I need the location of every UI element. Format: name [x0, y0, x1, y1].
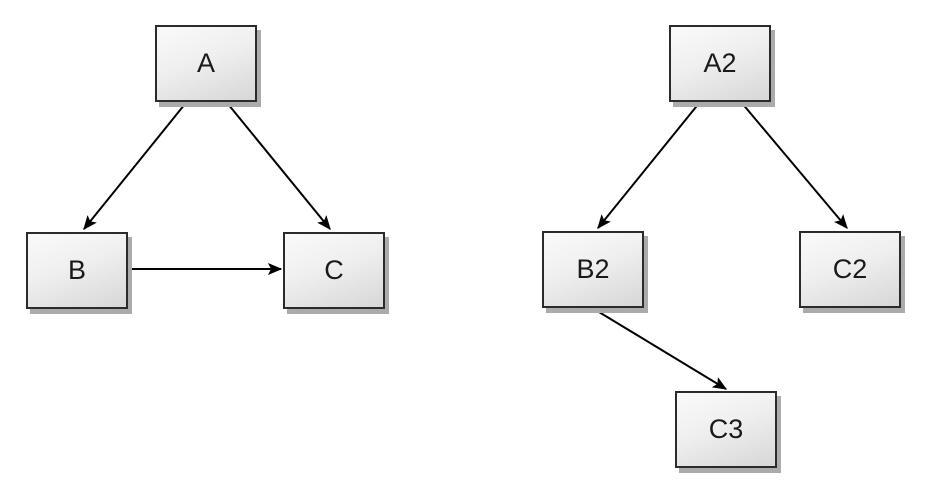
edge-B2-to-C3	[593, 308, 726, 390]
node-B-label: B	[67, 255, 86, 285]
edge-A-to-B	[84, 103, 186, 229]
node-C3-label: C3	[708, 414, 744, 444]
node-C3[interactable]: C3	[675, 391, 777, 468]
node-A2-label: A2	[703, 48, 737, 78]
node-A[interactable]: A	[155, 25, 257, 102]
node-B2[interactable]: B2	[542, 231, 644, 308]
edge-A-to-C	[227, 103, 330, 229]
edge-A2-to-B2	[598, 101, 701, 228]
node-C[interactable]: C	[283, 232, 385, 309]
node-C2-label: C2	[832, 254, 868, 284]
node-C2[interactable]: C2	[799, 231, 901, 308]
node-A2[interactable]: A2	[669, 25, 771, 102]
node-C-label: C	[324, 255, 344, 285]
node-B[interactable]: B	[26, 232, 128, 309]
node-B2-label: B2	[576, 254, 610, 284]
node-A-label: A	[196, 48, 215, 78]
edge-A2-to-C2	[740, 101, 847, 228]
